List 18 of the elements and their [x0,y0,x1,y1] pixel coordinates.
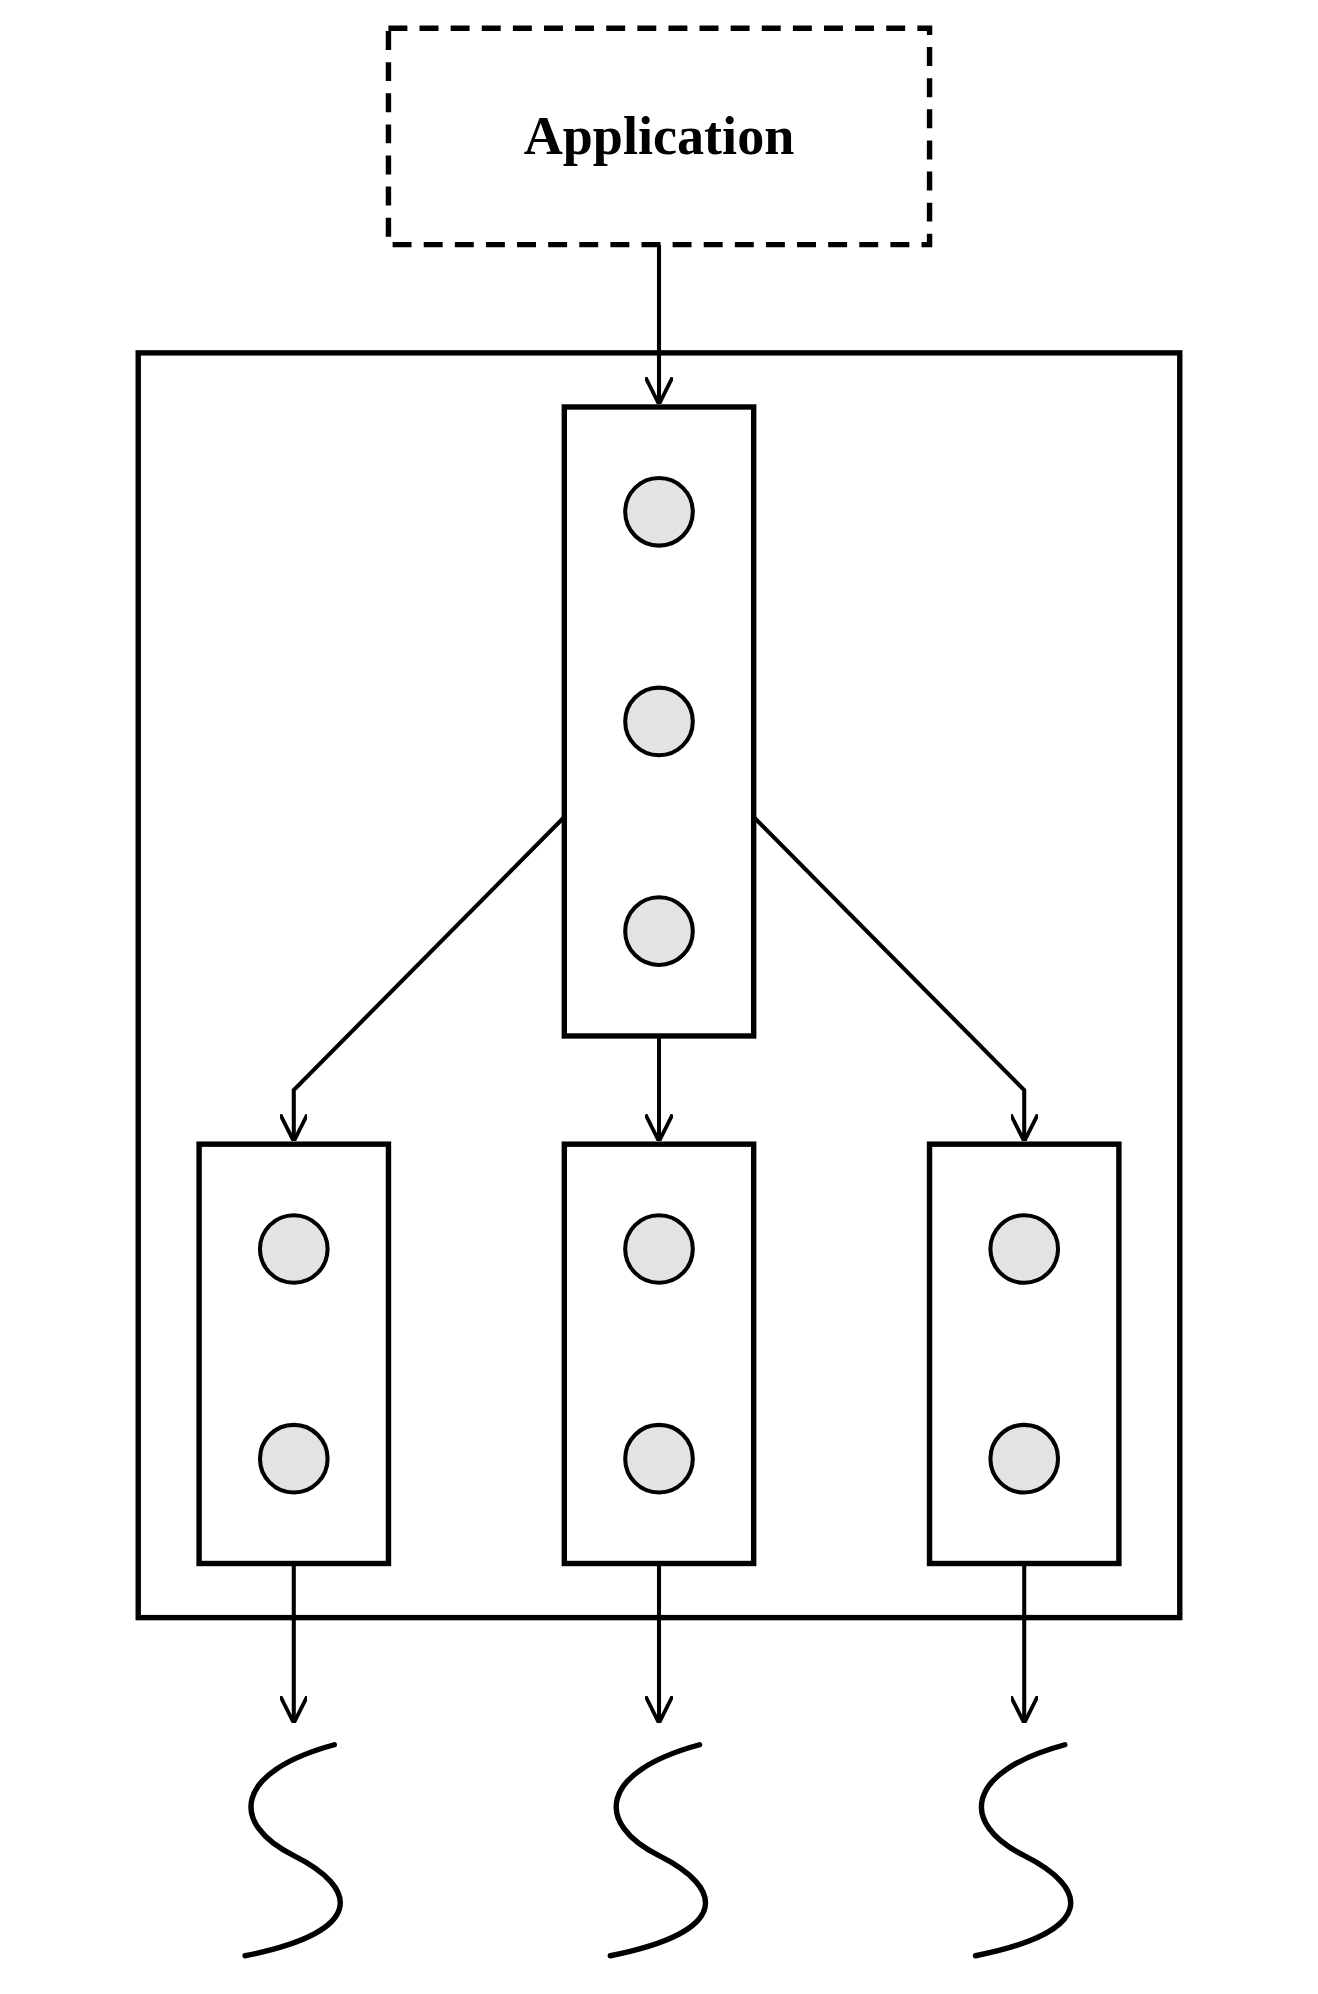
node-box: Application [385,25,933,248]
cluster [196,1141,392,1567]
cluster [926,1141,1122,1567]
node-circle [988,1213,1061,1285]
cluster [561,1141,757,1567]
node-wave [607,1742,708,1959]
node-circle [623,1213,695,1285]
node-circle [988,1422,1061,1495]
node-wave [972,1742,1074,1959]
node-wave [242,1742,343,1959]
node-circle [257,1422,330,1495]
cluster [135,350,1183,1621]
node-circle [623,1422,695,1495]
node-circle [257,1213,330,1285]
node-circle [623,895,695,967]
cluster [561,404,757,1039]
node-circle [623,685,695,758]
node-circle [623,475,695,548]
